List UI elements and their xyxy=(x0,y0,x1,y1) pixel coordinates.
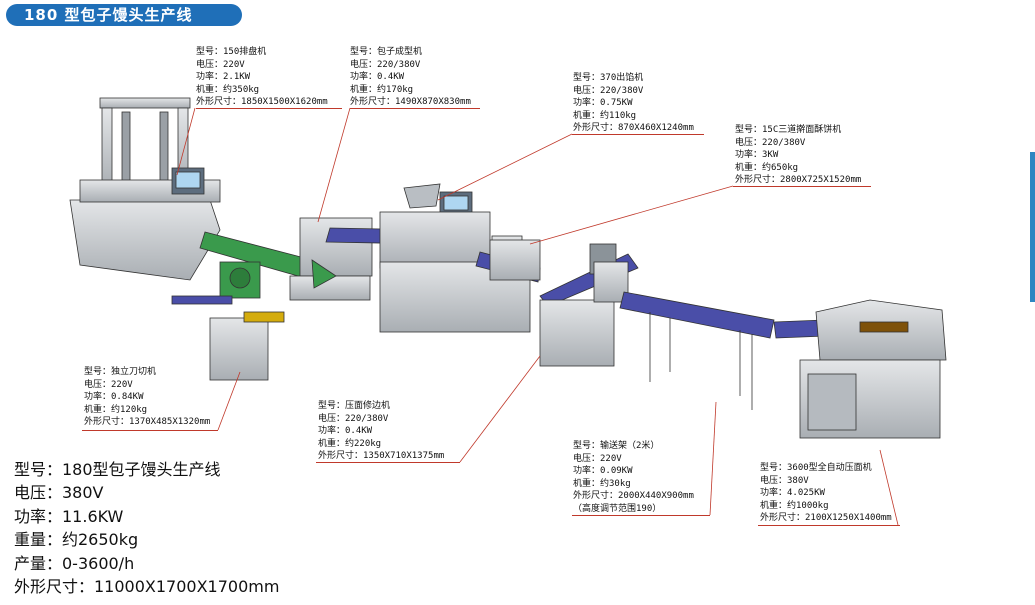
spec-cutter: 型号：独立刀切机 电压：220V 功率：0.84KW 机重：约120kg 外形尺… xyxy=(84,366,210,429)
spec-line: 电压：220V xyxy=(196,59,245,70)
spec-underline xyxy=(196,108,342,109)
spec-line: 电压：220/380V xyxy=(735,137,806,148)
title-banner: 180 型包子馒头生产线 xyxy=(6,4,242,26)
spec-underline xyxy=(758,525,900,526)
spec-line: 型号：独立刀切机 xyxy=(84,367,157,377)
spec-underline xyxy=(82,430,218,431)
summary-dimensions: 外形尺寸：11000X1700X1700mm xyxy=(14,576,280,596)
spec-underline xyxy=(572,134,704,135)
spec-underline xyxy=(733,186,871,187)
cutter-drawing xyxy=(171,261,285,381)
summary-model: 型号：180型包子馒头生产线 xyxy=(14,460,221,479)
summary-weight: 重量：约2650kg xyxy=(14,530,139,550)
spec-line: 外形尺寸：2100X1250X1400mm xyxy=(760,513,892,523)
conveyor-drawing xyxy=(619,291,775,410)
spec-line: 型号：15C三道擀面酥饼机 xyxy=(735,125,842,135)
spec-bun-former: 型号：包子成型机 电压：220/380V 功率：0.4KW 机重：约170kg … xyxy=(350,46,471,109)
line-summary: 型号：180型包子馒头生产线 电压：380V 功率：11.6KW 重量：约265… xyxy=(14,458,279,598)
auto-press-drawing xyxy=(799,299,947,439)
spec-line: 型号：压面修边机 xyxy=(318,401,391,411)
spec-line: 电压：220V xyxy=(573,453,622,464)
spec-line: 电压：220/380V xyxy=(573,85,644,96)
spec-line: 型号：输送架（2米） xyxy=(573,441,660,451)
spec-line: 机重：约220kg xyxy=(318,438,382,449)
spec-underline xyxy=(316,462,460,463)
spec-line: 外形尺寸：1370X485X1320mm xyxy=(84,417,211,427)
spec-line: 外形尺寸：1490X870X830mm xyxy=(350,97,471,107)
spec-line: 机重：约1000kg xyxy=(760,500,829,511)
trimmer-drawing xyxy=(289,217,373,301)
spec-line: 功率：0.09KW xyxy=(573,466,633,476)
spec-line: 型号：370出馅机 xyxy=(573,73,644,83)
spec-line: 机重：约120kg xyxy=(84,404,148,415)
spec-line: 功率：3KW xyxy=(735,150,779,160)
spec-auto-press-3600: 型号：3600型全自动压面机 电压：380V 功率：4.025KW 机重：约10… xyxy=(760,462,892,525)
spec-line: 电压：220/380V xyxy=(318,413,389,424)
spec-line: 电压：220/380V xyxy=(350,59,421,70)
summary-output: 产量：0-3600/h xyxy=(14,553,135,573)
spec-line: （高度调节范围190） xyxy=(573,503,662,514)
spec-line: 型号：150排盘机 xyxy=(196,47,267,57)
spec-line: 外形尺寸：2800X725X1520mm xyxy=(735,175,862,185)
spec-line: 功率：0.75KW xyxy=(573,98,633,108)
spec-conveyor: 型号：输送架（2米） 电压：220V 功率：0.09KW 机重：约30kg 外形… xyxy=(573,440,694,515)
spec-line: 电压：220V xyxy=(84,379,133,390)
spec-line: 功率：0.4KW xyxy=(318,426,373,436)
edge-accent-bar xyxy=(1030,152,1035,302)
spec-line: 外形尺寸：1850X1500X1620mm xyxy=(196,97,328,107)
spec-line: 机重：约30kg xyxy=(573,478,631,489)
press-15c-drawing xyxy=(489,239,639,367)
spec-trimmer: 型号：压面修边机 电压：220/380V 功率：0.4KW 机重：约220kg … xyxy=(318,400,444,463)
spec-line: 功率：2.1KW xyxy=(196,72,251,82)
spec-line: 外形尺寸：870X460X1240mm xyxy=(573,123,694,133)
spec-line: 功率：4.025KW xyxy=(760,488,825,498)
spec-line: 机重：约170kg xyxy=(350,84,414,95)
spec-line: 电压：380V xyxy=(760,475,809,486)
spec-line: 外形尺寸：1350X710X1375mm xyxy=(318,451,445,461)
spec-filling-370: 型号：370出馅机 电压：220/380V 功率：0.75KW 机重：约110k… xyxy=(573,72,694,135)
spec-line: 机重：约110kg xyxy=(573,110,637,121)
spec-line: 机重：约650kg xyxy=(735,162,799,173)
spec-underline xyxy=(350,108,480,109)
tray-machine-drawing xyxy=(69,97,221,281)
spec-line: 外形尺寸：2000X440X900mm xyxy=(573,491,694,501)
spec-underline xyxy=(572,515,710,516)
spec-line: 型号：包子成型机 xyxy=(350,47,423,57)
spec-press-15c: 型号：15C三道擀面酥饼机 电压：220/380V 功率：3KW 机重：约650… xyxy=(735,124,861,187)
spec-tray-150: 型号：150排盘机 电压：220V 功率：2.1KW 机重：约350kg 外形尺… xyxy=(196,46,328,109)
summary-power: 功率：11.6KW xyxy=(14,506,124,526)
spec-line: 功率：0.4KW xyxy=(350,72,405,82)
summary-voltage: 电压：380V xyxy=(14,483,104,503)
spec-line: 型号：3600型全自动压面机 xyxy=(760,463,872,473)
spec-line: 功率：0.84KW xyxy=(84,392,144,402)
spec-line: 机重：约350kg xyxy=(196,84,260,95)
